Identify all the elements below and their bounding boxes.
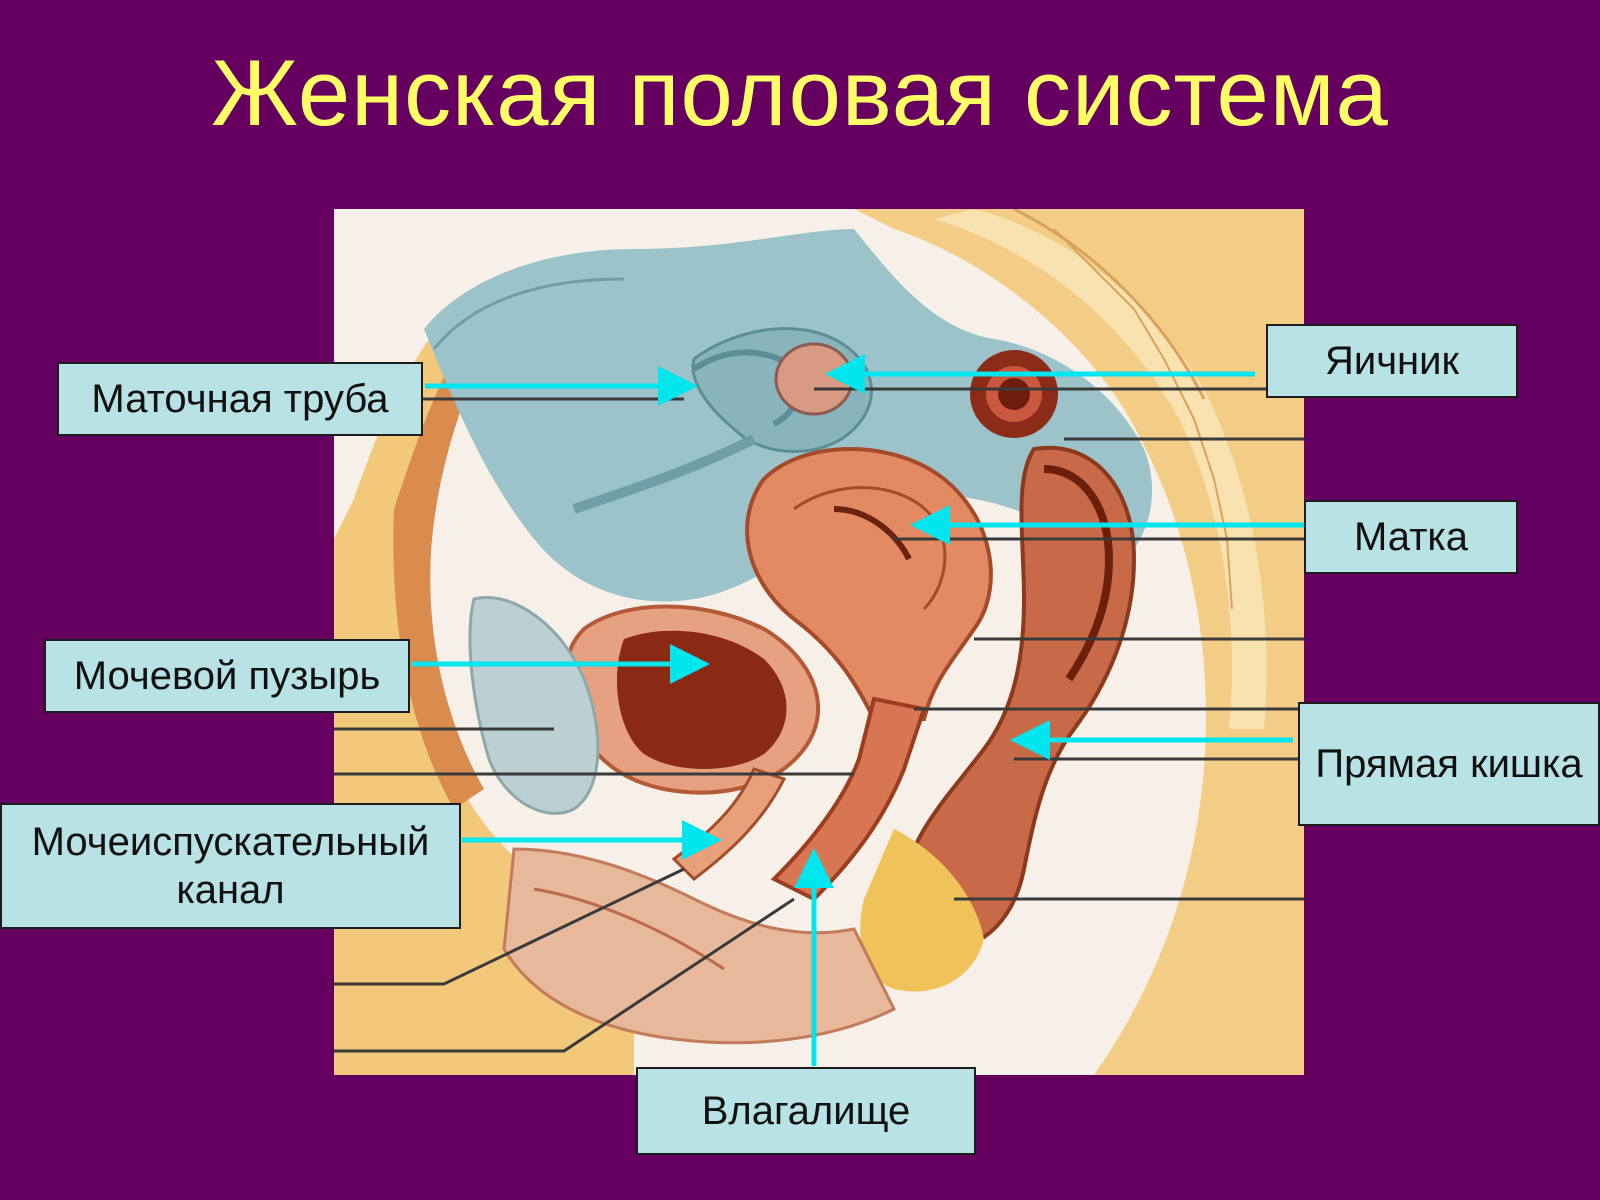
label-ovary-text: Яичник: [1324, 339, 1459, 383]
label-rectum-text: Прямая кишка: [1315, 742, 1583, 786]
label-fallopian-tube: Маточная труба: [57, 362, 423, 436]
label-urethra: Мочеиспускательный канал: [0, 803, 461, 929]
slide-title: Женская половая система: [211, 40, 1389, 145]
label-bladder-text: Мочевой пузырь: [73, 654, 381, 698]
label-vagina: Влагалище: [636, 1067, 976, 1155]
label-urethra-text: Мочеиспускательный канал: [31, 820, 430, 912]
anatomy-drawing: [334, 209, 1304, 1075]
label-uterus-text: Матка: [1353, 515, 1469, 559]
anatomy-illustration: [334, 209, 1304, 1075]
label-fallopian-tube-text: Маточная труба: [91, 377, 389, 421]
label-rectum: Прямая кишка: [1298, 702, 1600, 826]
label-uterus: Матка: [1304, 500, 1518, 574]
label-bladder: Мочевой пузырь: [44, 639, 410, 713]
label-vagina-text: Влагалище: [701, 1089, 911, 1133]
label-ovary: Яичник: [1266, 324, 1518, 398]
